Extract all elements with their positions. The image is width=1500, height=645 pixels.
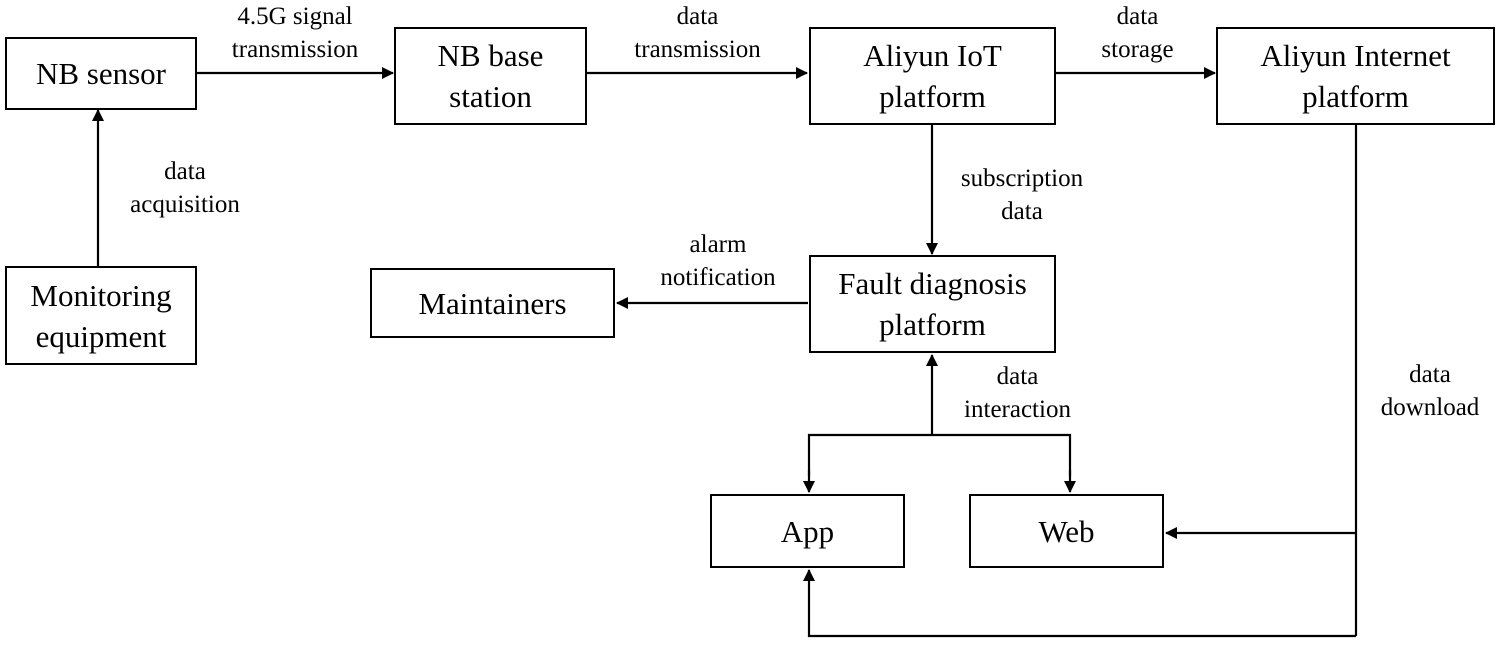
node-aliyun-iot-platform-line-1: Aliyun IoT bbox=[863, 38, 1002, 73]
node-web: Web bbox=[969, 494, 1164, 568]
node-web-label: Web bbox=[1038, 513, 1095, 549]
label-data-transmission: data transmission bbox=[634, 3, 761, 63]
node-nb-sensor: NB sensor bbox=[5, 37, 197, 110]
node-aliyun-internet-platform-line-2: platform bbox=[1302, 79, 1409, 114]
arrow-download-to-app bbox=[803, 569, 1356, 638]
node-aliyun-internet-platform: Aliyun Internet platform bbox=[1216, 27, 1495, 125]
label-signal-transmission: 4.5G signal transmission bbox=[231, 3, 359, 63]
node-fault-diagnosis-platform-line-1: Fault diagnosis bbox=[838, 266, 1027, 301]
node-nb-sensor-label: NB sensor bbox=[35, 56, 167, 91]
line-interaction-bus bbox=[807, 433, 1072, 476]
label-subscription-data: subscription data bbox=[960, 165, 1084, 225]
node-app: App bbox=[710, 494, 905, 568]
label-data-download: data download bbox=[1380, 361, 1480, 421]
node-monitoring-equipment: Monitoring equipment bbox=[5, 266, 197, 365]
node-fault-diagnosis-platform-line-2: platform bbox=[879, 307, 986, 342]
node-nb-base-station-line-1: NB base bbox=[437, 38, 544, 73]
node-maintainers-label: Maintainers bbox=[418, 285, 567, 321]
node-aliyun-internet-platform-line-1: Aliyun Internet bbox=[1260, 38, 1451, 73]
label-data-interaction: data interaction bbox=[964, 363, 1071, 423]
node-nb-base-station-line-2: station bbox=[449, 79, 532, 114]
label-alarm-notification: alarm notification bbox=[660, 231, 776, 291]
node-aliyun-iot-platform: Aliyun IoT platform bbox=[809, 27, 1056, 125]
node-nb-base-station: NB base station bbox=[394, 27, 587, 125]
node-monitoring-equipment-line-2: equipment bbox=[35, 318, 167, 354]
node-maintainers: Maintainers bbox=[370, 268, 615, 338]
node-monitoring-equipment-line-1: Monitoring bbox=[30, 277, 172, 313]
label-data-acquisition: data acquisition bbox=[130, 158, 240, 218]
node-aliyun-iot-platform-line-2: platform bbox=[879, 79, 986, 114]
node-fault-diagnosis-platform: Fault diagnosis platform bbox=[809, 255, 1056, 353]
label-data-storage: data storage bbox=[1101, 3, 1174, 63]
node-app-label: App bbox=[780, 513, 835, 549]
